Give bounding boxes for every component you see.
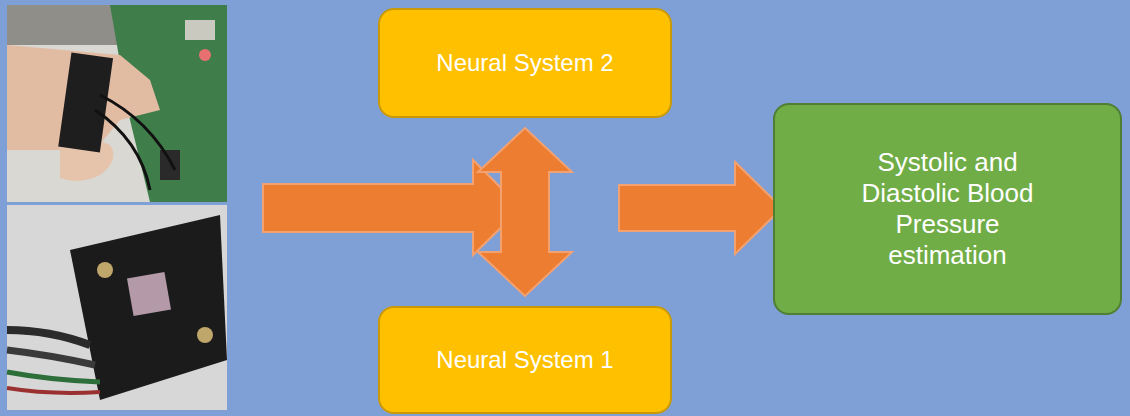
node-label: Neural System 1 bbox=[436, 346, 613, 375]
process-box: Neural System 2 bbox=[378, 8, 672, 118]
node-label: Systolic and Diastolic Blood Pressure es… bbox=[843, 147, 1053, 272]
wrist-photo bbox=[7, 5, 227, 202]
double-block-arrow bbox=[478, 128, 572, 296]
sensor-photo bbox=[7, 205, 227, 410]
node-label: Neural System 2 bbox=[436, 49, 613, 78]
output-arrow bbox=[619, 162, 782, 254]
process-box: Neural System 1 bbox=[378, 306, 672, 414]
input-arrow bbox=[263, 160, 521, 255]
result-box: Systolic and Diastolic Blood Pressure es… bbox=[773, 103, 1122, 315]
